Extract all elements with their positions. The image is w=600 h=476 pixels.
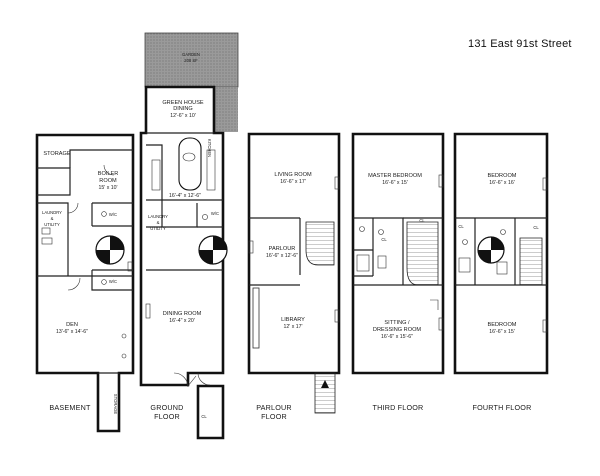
garden-area-size: 200 SF bbox=[184, 58, 198, 63]
library-label: LIBRARY bbox=[281, 317, 305, 323]
greenhouse-dining-label: DINING bbox=[173, 106, 193, 112]
bedroom-2-label: BEDROOM bbox=[488, 322, 517, 328]
ground-laundry-amp: & bbox=[157, 220, 160, 225]
boiler-room-label: BOILER bbox=[98, 171, 119, 177]
basement-plan: STORAGE BOILER ROOM 15' x 10' LAUNDRY & … bbox=[35, 133, 135, 433]
basement-laundry-utility: UTILITY bbox=[44, 222, 60, 227]
bedroom-1-dimensions: 16'-6" x 16' bbox=[489, 180, 514, 186]
greenhouse-dimensions: 12'-6" x 10' bbox=[170, 113, 195, 119]
parlour-floor-plan: LIVING ROOM 16'-6" x 17' PARLOUR 16'-6" … bbox=[247, 132, 341, 421]
ground-wc-label: W/C bbox=[211, 211, 219, 216]
sitting-room-label: SITTING / bbox=[384, 320, 410, 326]
basement-floor-label: BASEMENT bbox=[49, 403, 91, 412]
den-dimensions: 13'-6" x 14'-6" bbox=[56, 329, 88, 335]
parlour-room-label: PARLOUR bbox=[269, 246, 296, 252]
fourth-floor-label: FOURTH FLOOR bbox=[473, 403, 532, 412]
dining-room-dimensions: 16'-4" x 20' bbox=[169, 318, 194, 324]
living-room-dimensions: 16'-6" x 17' bbox=[280, 179, 305, 185]
parlour-floor-label-2: FLOOR bbox=[261, 412, 287, 421]
basement-laundry-label: LAUNDRY bbox=[42, 210, 62, 215]
dressing-room-label: DRESSING ROOM bbox=[373, 327, 422, 333]
library-dimensions: 12' x 17' bbox=[284, 324, 303, 330]
ground-laundry-utility: UTILITY bbox=[150, 226, 166, 231]
ground-floor-label: GROUND bbox=[150, 403, 183, 412]
den-label: DEN bbox=[66, 322, 78, 328]
third-closet-1: CL bbox=[419, 218, 425, 223]
basement-wc-2: W/C bbox=[109, 279, 117, 284]
ground-laundry-label: LAUNDRY bbox=[148, 214, 168, 219]
fourth-closet-1: CL bbox=[533, 225, 539, 230]
ground-closet-label: CL bbox=[201, 414, 207, 419]
ground-floor-plan: GARDEN 200 SF GREEN HOUSE DINING 12'-6" … bbox=[139, 32, 239, 440]
fourth-floor-plan: CL CL BEDROOM 16'-6" x 16' BEDROOM 16'-6… bbox=[453, 132, 549, 412]
living-room-label: LIVING ROOM bbox=[274, 172, 312, 178]
ground-floor-label-2: FLOOR bbox=[154, 412, 180, 421]
third-floor-plan: CL CL MASTER BEDROOM 16'-6" x 15' SITTIN… bbox=[351, 132, 445, 412]
dining-room-label: DINING ROOM bbox=[163, 311, 202, 317]
greenhouse-label: GREEN HOUSE bbox=[162, 100, 204, 106]
parlour-room-dimensions: 16'-6" x 12'-6" bbox=[266, 253, 298, 259]
parlour-floor-label: PARLOUR bbox=[256, 403, 292, 412]
fourth-closet-2: CL bbox=[458, 224, 464, 229]
kitchen-label: KITCHEN bbox=[207, 139, 212, 157]
kitchen-dimensions: 16'-4" x 12'-6" bbox=[169, 193, 201, 199]
master-bedroom-dimensions: 16'-6" x 15' bbox=[382, 180, 407, 186]
basement-wc-1: W/C bbox=[109, 212, 117, 217]
third-floor-label: THIRD FLOOR bbox=[373, 403, 424, 412]
master-bedroom-label: MASTER BEDROOM bbox=[368, 173, 422, 179]
bedroom-2-dimensions: 16'-6" x 15' bbox=[489, 329, 514, 335]
basement-laundry-amp: & bbox=[51, 216, 54, 221]
boiler-room-label-2: ROOM bbox=[99, 178, 117, 184]
garden-label: GARDEN bbox=[182, 52, 200, 57]
boiler-room-dimensions: 15' x 10' bbox=[99, 185, 118, 191]
basement-storage-bottom-label: STORAGE bbox=[113, 394, 118, 415]
sitting-room-dimensions: 16'-6" x 15'-6" bbox=[381, 334, 413, 340]
property-address: 131 East 91st Street bbox=[468, 38, 572, 50]
bedroom-1-label: BEDROOM bbox=[488, 173, 517, 179]
third-closet-2: CL bbox=[381, 237, 387, 242]
basement-storage-label: STORAGE bbox=[43, 151, 71, 157]
